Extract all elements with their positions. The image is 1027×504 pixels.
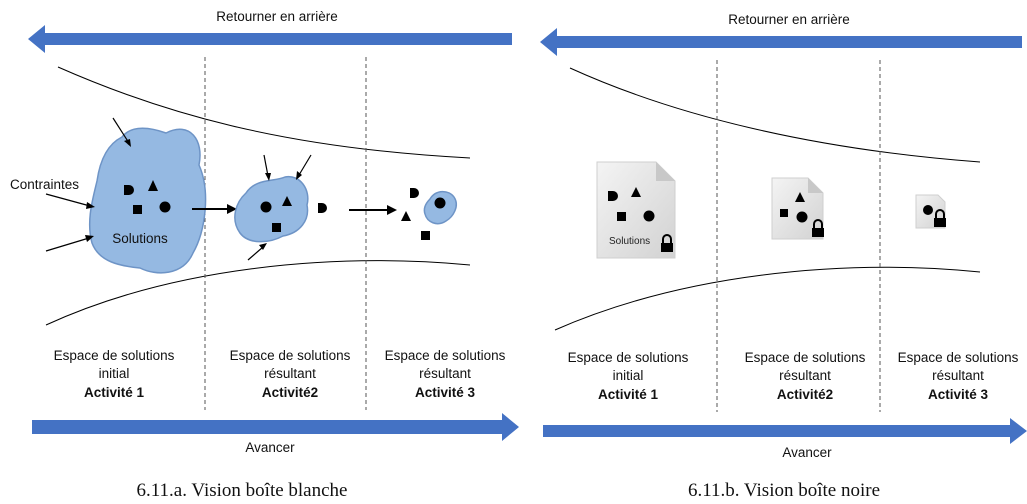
circle-shape — [260, 201, 272, 213]
constraint-arrow — [45, 235, 94, 252]
solution-space-blob — [88, 127, 207, 274]
circle-shape — [159, 201, 171, 213]
triangle-shape — [148, 180, 158, 191]
constraint-arrow — [45, 193, 95, 209]
constraint-arrow — [112, 117, 131, 147]
svg-text:Espace de solutions: Espace de solutions — [385, 348, 506, 363]
square-shape — [133, 205, 142, 214]
forward-arrow-label: Avancer — [245, 440, 295, 455]
svg-text:résultant: résultant — [419, 366, 471, 381]
triangle-shape — [795, 192, 805, 202]
caption: 6.11.a. Vision boîte blanche — [137, 480, 348, 501]
triangle-shape — [282, 196, 292, 206]
back-arrow — [28, 25, 512, 53]
solutions-label: Solutions — [609, 236, 650, 247]
d-shape — [608, 191, 618, 201]
svg-text:initial: initial — [99, 366, 130, 381]
triangle-shape — [401, 211, 411, 221]
funnel-upper-curve — [57, 66, 471, 159]
column-label: Espace de solutions initial Activité 1 — [568, 350, 689, 402]
svg-text:Espace de solutions: Espace de solutions — [54, 348, 175, 363]
circle-shape — [434, 197, 446, 209]
svg-text:résultant: résultant — [779, 368, 831, 383]
triangle-shape — [631, 187, 641, 197]
svg-text:résultant: résultant — [264, 366, 316, 381]
funnel-lower-curve — [45, 260, 471, 326]
svg-text:Espace de solutions: Espace de solutions — [230, 348, 351, 363]
caption: 6.11.b. Vision boîte noire — [688, 480, 880, 501]
svg-text:Activité2: Activité2 — [262, 385, 318, 400]
svg-text:Activité 1: Activité 1 — [84, 385, 145, 400]
square-shape — [780, 209, 788, 217]
column-label: Espace de solutions résultant Activité2 — [745, 350, 866, 402]
circle-shape — [796, 211, 808, 223]
forward-arrow — [32, 413, 519, 441]
forward-arrow-label: Avancer — [782, 445, 832, 460]
funnel-lower-curve — [554, 266, 981, 331]
d-shape — [124, 185, 134, 195]
circle-shape — [923, 205, 933, 215]
circle-shape — [643, 210, 655, 222]
solution-shapes — [401, 188, 446, 240]
d-shape — [318, 203, 327, 213]
transition-arrow — [349, 205, 397, 215]
column-label: Espace de solutions résultant Activité 3 — [385, 348, 506, 400]
svg-text:Espace de solutions: Espace de solutions — [568, 350, 689, 365]
black-box-document: Solutions — [596, 161, 676, 259]
svg-text:Espace de solutions: Espace de solutions — [898, 350, 1019, 365]
svg-text:Espace de solutions: Espace de solutions — [745, 350, 866, 365]
solution-shapes — [260, 196, 327, 232]
column-label: Espace de solutions résultant Activité 3 — [898, 350, 1019, 402]
square-shape — [617, 212, 626, 221]
forward-arrow — [543, 418, 1027, 444]
svg-text:Activité 1: Activité 1 — [598, 387, 659, 402]
black-box-document — [915, 194, 947, 229]
svg-text:initial: initial — [613, 368, 644, 383]
back-arrow-label: Retourner en arrière — [728, 12, 850, 27]
column-label: Espace de solutions initial Activité 1 — [54, 348, 175, 400]
transition-arrow — [192, 204, 237, 214]
panel-black-box: Retourner en arrière Solutions — [540, 12, 1027, 501]
svg-text:résultant: résultant — [932, 368, 984, 383]
solution-shapes — [124, 180, 171, 214]
panel-white-box: Retourner en arrière Solutions Contraint… — [10, 9, 519, 501]
constraint-arrow — [296, 154, 312, 180]
funnel-upper-curve — [569, 67, 981, 163]
svg-text:Activité 3: Activité 3 — [928, 387, 989, 402]
back-arrow — [540, 28, 1022, 56]
svg-text:Activité 3: Activité 3 — [415, 385, 476, 400]
constraint-arrow — [263, 154, 271, 181]
constraint-arrow — [247, 243, 267, 261]
d-shape — [410, 188, 419, 198]
square-shape — [272, 223, 281, 232]
square-shape — [421, 231, 430, 240]
solution-space-blob — [234, 175, 309, 243]
solutions-label: Solutions — [112, 231, 168, 246]
back-arrow-label: Retourner en arrière — [216, 9, 338, 24]
column-label: Espace de solutions résultant Activité2 — [230, 348, 351, 400]
svg-text:Activité2: Activité2 — [777, 387, 833, 402]
black-box-document — [771, 177, 825, 240]
contraintes-label: Contraintes — [10, 177, 79, 192]
